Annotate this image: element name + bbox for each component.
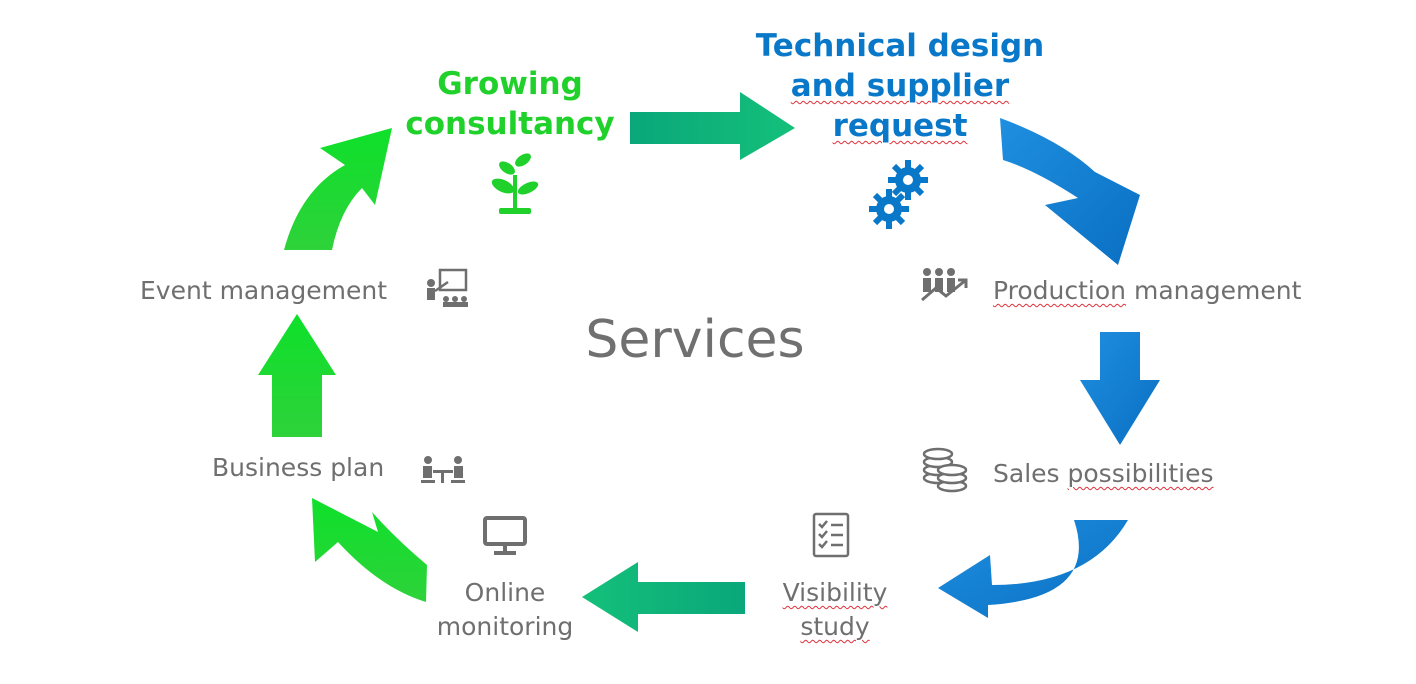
stage-growing-consultancy: Growing consultancy bbox=[400, 64, 620, 144]
stage-production-word2: management bbox=[1133, 276, 1302, 305]
stage-sales-word1: Sales bbox=[993, 459, 1060, 488]
arrow-production-to-sales bbox=[1080, 332, 1160, 445]
stage-visibility-study: Visibility study bbox=[760, 576, 910, 644]
stage-technical-line2: and supplier bbox=[750, 66, 1050, 106]
stage-production-management: Production management bbox=[993, 276, 1301, 305]
stage-sales-possibilities: Sales possibilities bbox=[993, 459, 1214, 488]
meeting-icon bbox=[421, 456, 465, 483]
arrow-business-to-event bbox=[258, 314, 336, 437]
plant-icon bbox=[491, 153, 539, 214]
stage-visibility-line1: Visibility bbox=[782, 578, 888, 607]
arrow-online-to-business bbox=[312, 498, 427, 602]
stage-sales-word2: possibilities bbox=[1067, 459, 1214, 488]
stage-production-word1: Production bbox=[993, 276, 1127, 305]
coins-icon bbox=[922, 447, 968, 493]
stage-business-plan: Business plan bbox=[212, 453, 385, 482]
checklist-icon bbox=[812, 512, 850, 558]
arrow-sales-to-visibility bbox=[938, 520, 1128, 618]
stage-growing-line1: Growing bbox=[437, 66, 583, 102]
monitor-icon bbox=[483, 516, 527, 555]
arrow-visibility-to-online bbox=[582, 562, 745, 632]
stage-technical-line3: request bbox=[750, 106, 1050, 146]
stage-growing-line2: consultancy bbox=[405, 106, 615, 142]
stage-online-monitoring: Online monitoring bbox=[410, 576, 600, 644]
diagram-title: Services bbox=[585, 310, 805, 370]
stage-online-line1: Online bbox=[464, 578, 546, 607]
arrow-event-to-growing bbox=[284, 128, 392, 250]
stage-visibility-line2: study bbox=[800, 612, 870, 641]
stage-technical-line2-text: and supplier bbox=[790, 68, 1010, 104]
stage-technical-line3-text: request bbox=[832, 108, 968, 144]
gears-icon bbox=[869, 160, 928, 229]
stage-technical-design: Technical design and supplier request bbox=[750, 26, 1050, 146]
presentation-icon bbox=[427, 268, 468, 307]
arrow-technical-to-production bbox=[1000, 118, 1140, 265]
stage-online-line2: monitoring bbox=[436, 612, 574, 641]
stage-event-management: Event management bbox=[140, 276, 388, 305]
stage-technical-line1: Technical design bbox=[755, 28, 1045, 64]
arrow-growing-to-technical bbox=[630, 92, 795, 160]
team-growth-icon bbox=[921, 268, 968, 302]
